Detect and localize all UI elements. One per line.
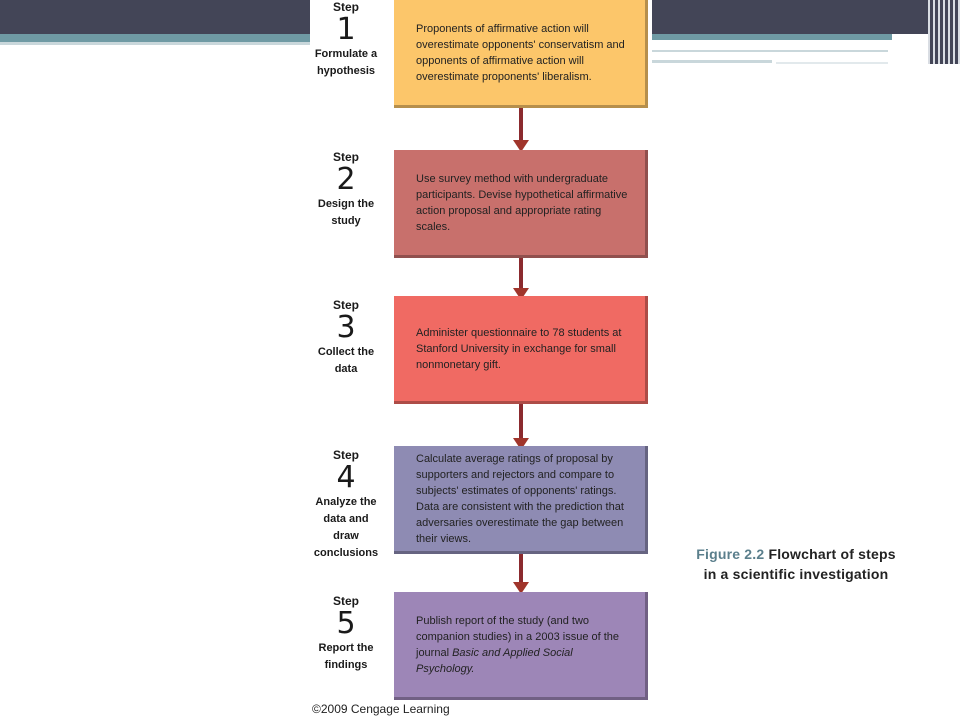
- step-4-text: Calculate average ratings of proposal by…: [416, 452, 624, 545]
- step-5-text: Publish report of the study (and two com…: [416, 613, 631, 677]
- accent-line-right-short: [652, 60, 772, 63]
- accent-line-right-faint: [776, 62, 888, 64]
- figure-caption: Figure 2.2 Flowchart of steps in a scien…: [690, 544, 902, 584]
- step-5-number: 5: [336, 606, 356, 641]
- step-1-name-line-2: hypothesis: [316, 65, 376, 77]
- accent-strip-left: [0, 34, 310, 42]
- step-2-name-line-2: study: [331, 215, 361, 227]
- step-3-box: Administer questionnaire to 78 students …: [394, 296, 648, 404]
- figure-number: Figure 2.2: [696, 546, 765, 562]
- step-4-label: Step 4 Analyze the data and draw conclus…: [310, 448, 382, 562]
- step-1-text: Proponents of affirmative action will ov…: [416, 22, 625, 83]
- step-2-name-line-1: Design the: [317, 198, 375, 210]
- step-2-label: Step 2 Design the study: [310, 150, 382, 230]
- step-5-box: Publish report of the study (and two com…: [394, 592, 648, 700]
- figure-caption-text: Flowchart of steps in a scientific inves…: [703, 546, 896, 582]
- arrow-2-to-3: [513, 258, 529, 300]
- step-4-name-line-1: Analyze the: [315, 496, 377, 508]
- step-3-name-line-1: Collect the data: [317, 346, 375, 375]
- step-4-word: Step: [332, 448, 359, 462]
- step-5-journal-name: Basic and Applied Social Psychology.: [416, 646, 573, 675]
- accent-strip-right: [652, 34, 892, 40]
- step-4-number: 4: [336, 460, 356, 495]
- corner-decoration: [928, 0, 960, 64]
- step-4-name-line-3: conclusions: [313, 547, 379, 559]
- step-1-number: 1: [336, 12, 356, 47]
- step-5-label: Step 5 Report the findings: [310, 594, 382, 674]
- step-2-number: 2: [336, 162, 356, 197]
- step-2-text: Use survey method with undergraduate par…: [416, 172, 628, 233]
- step-3-text: Administer questionnaire to 78 students …: [416, 326, 622, 371]
- step-1-label: Step 1 Formulate a hypothesis: [310, 0, 382, 80]
- step-1-box: Proponents of affirmative action will ov…: [394, 0, 648, 108]
- step-4-box: Calculate average ratings of proposal by…: [394, 446, 648, 554]
- step-1-name-line-1: Formulate a: [314, 48, 378, 60]
- step-5-name-line-2: findings: [324, 659, 368, 671]
- step-3-word: Step: [332, 298, 359, 312]
- step-1-word: Step: [332, 0, 359, 14]
- step-2-word: Step: [332, 150, 359, 164]
- accent-line-right: [652, 50, 888, 52]
- step-3-number: 3: [336, 310, 356, 345]
- arrow-3-to-4: [513, 404, 529, 450]
- flowchart-figure: Step 1 Formulate a hypothesis Proponents…: [310, 0, 652, 720]
- step-4-name-line-2: data and draw: [323, 513, 369, 542]
- step-2-box: Use survey method with undergraduate par…: [394, 150, 648, 258]
- step-5-word: Step: [332, 594, 359, 608]
- step-3-label: Step 3 Collect the data: [310, 298, 382, 378]
- arrow-4-to-5: [513, 554, 529, 594]
- arrow-1-to-2: [513, 108, 529, 152]
- step-5-name-line-1: Report the: [318, 642, 374, 654]
- copyright-notice: ©2009 Cengage Learning: [312, 702, 450, 716]
- step-5-text-main: Publish report of the study (and two com…: [416, 614, 620, 659]
- accent-line-left: [0, 42, 310, 45]
